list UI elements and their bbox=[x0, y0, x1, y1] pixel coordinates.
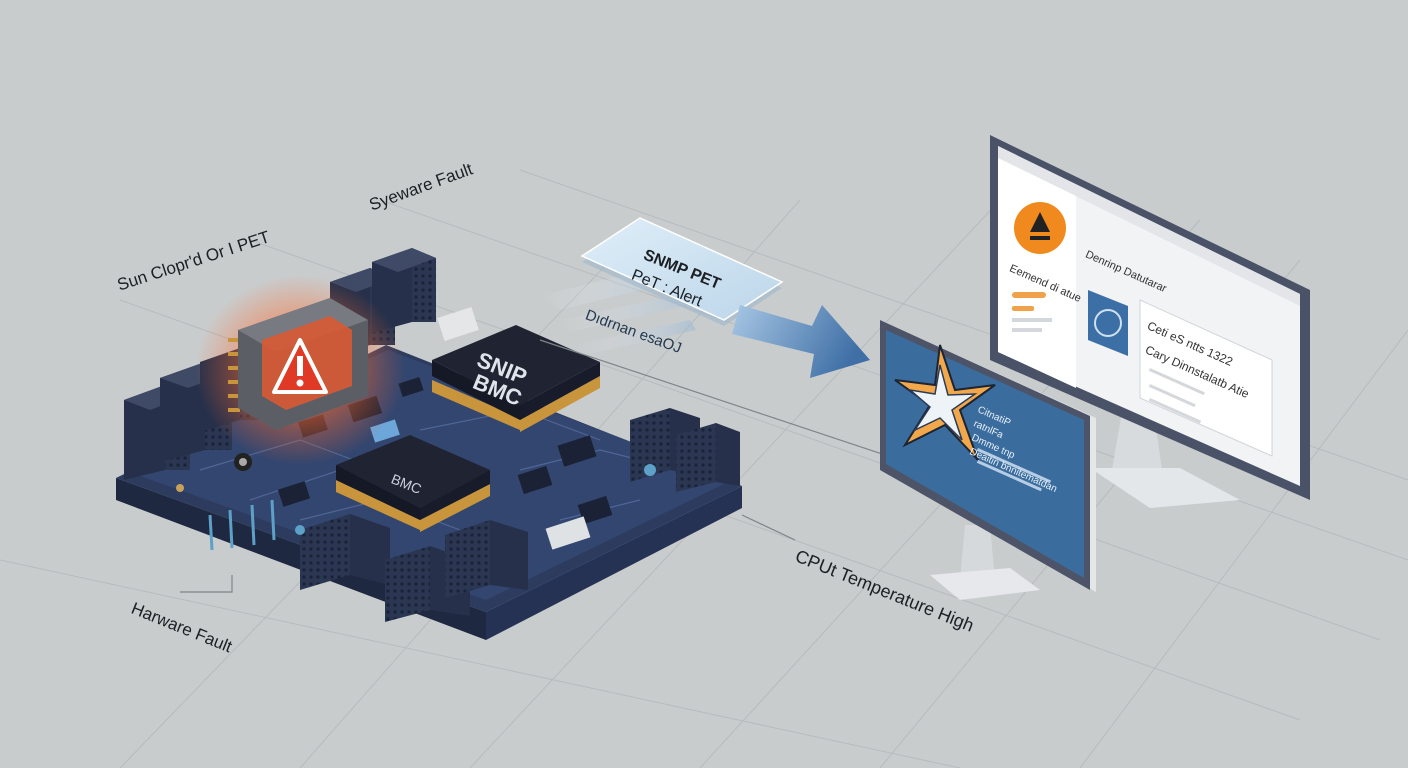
bmc-chip bbox=[336, 435, 490, 532]
snip-bmc-chip bbox=[432, 325, 600, 432]
alert-arrow bbox=[732, 305, 870, 378]
snmp-pet-card bbox=[580, 217, 784, 326]
crash-burst-icon bbox=[894, 344, 996, 461]
warning-icon bbox=[272, 338, 328, 394]
monitor-back bbox=[990, 135, 1310, 508]
monitor-front bbox=[880, 320, 1096, 600]
